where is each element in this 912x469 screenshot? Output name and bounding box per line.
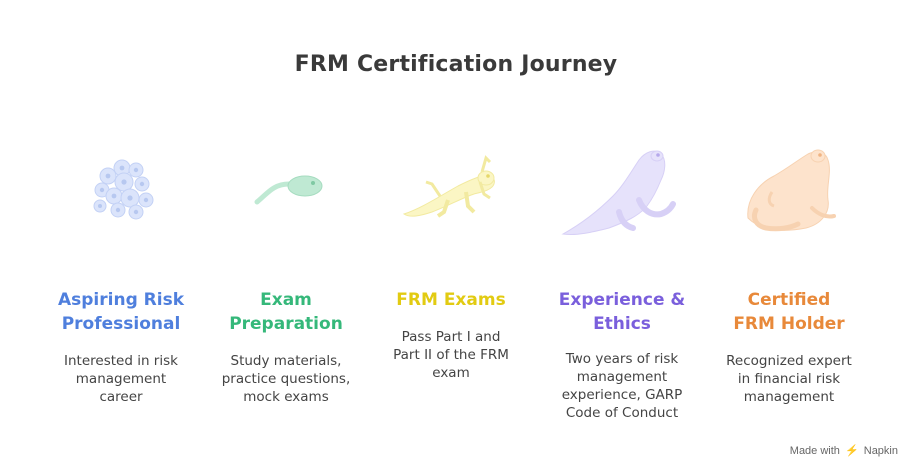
napkin-branding: Made with ⚡ Napkin: [790, 444, 898, 457]
branding-name: Napkin: [863, 445, 898, 457]
adult-frog-icon: [747, 149, 836, 232]
stage-title: FRM Exams: [396, 290, 506, 310]
frog-eggs-icon: [93, 159, 154, 220]
stage-title: Experience &Ethics: [558, 290, 686, 334]
napkin-logo-icon: ⚡: [844, 445, 859, 457]
young-frog-icon: [561, 150, 676, 235]
froglet-icon: [402, 155, 495, 218]
stage-description: Study materials,practice questions,mock …: [221, 353, 351, 405]
diagram-title: FRM Certification Journey: [294, 52, 618, 77]
branding-prefix: Made with: [789, 445, 840, 457]
tadpole-icon: [254, 175, 323, 205]
